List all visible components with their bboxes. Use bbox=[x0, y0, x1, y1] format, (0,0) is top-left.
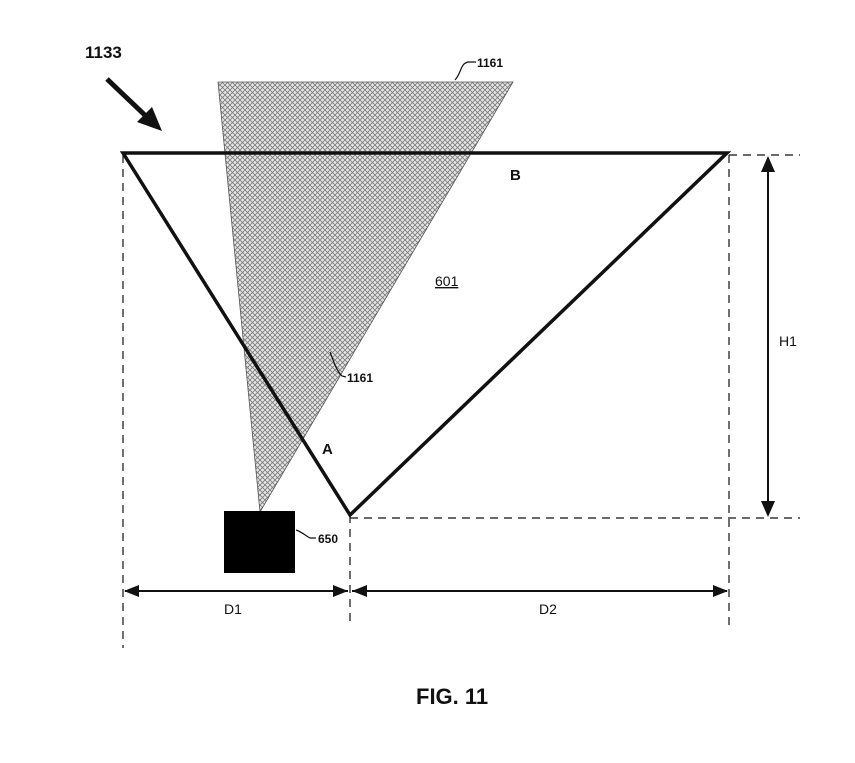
leader-lines bbox=[295, 61, 476, 539]
label-d1: D1 bbox=[224, 601, 242, 617]
leader-650 bbox=[295, 529, 316, 539]
dashed-guides bbox=[122, 154, 800, 648]
label-650: 650 bbox=[318, 532, 338, 546]
label-vertex-b: B bbox=[510, 167, 521, 184]
distance-dimension-d1 bbox=[124, 585, 348, 597]
label-h1: H1 bbox=[779, 333, 797, 349]
device-650 bbox=[224, 511, 295, 573]
label-1161-top: 1161 bbox=[477, 56, 503, 70]
leader-1161-top bbox=[454, 61, 476, 81]
label-1161-mid: 1161 bbox=[347, 371, 373, 385]
figure-caption: FIG. 11 bbox=[416, 684, 488, 709]
triangle-region-601 bbox=[119, 151, 732, 518]
field-of-view-1161 bbox=[217, 81, 514, 514]
reference-arrow-1133 bbox=[105, 77, 162, 131]
distance-dimension-d2 bbox=[352, 585, 728, 597]
leader-1161-mid bbox=[329, 351, 347, 378]
height-dimension-h1 bbox=[761, 156, 775, 517]
label-1133: 1133 bbox=[85, 43, 122, 62]
label-d2: D2 bbox=[539, 601, 557, 617]
label-vertex-a: A bbox=[322, 441, 333, 458]
label-region-601: 601 bbox=[435, 273, 459, 289]
